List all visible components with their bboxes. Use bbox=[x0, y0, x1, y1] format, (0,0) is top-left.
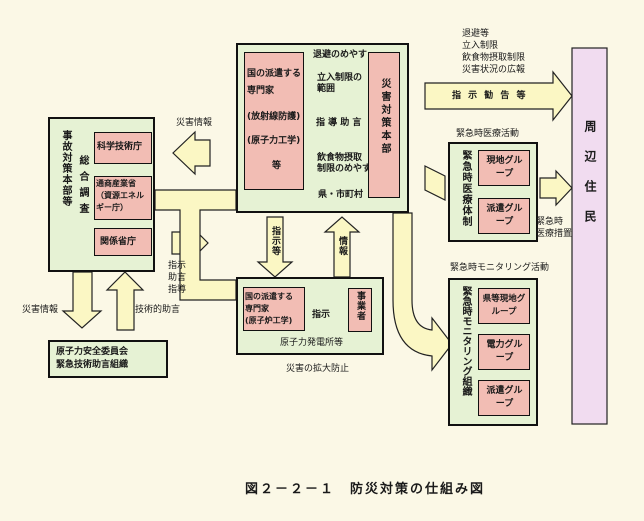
gijutsu-jogen-label: 技術的助言 bbox=[135, 305, 181, 315]
arrow-shiji-kankoku bbox=[424, 70, 573, 122]
measure-2: 立入制限 bbox=[462, 41, 499, 51]
medical-side-1: 緊急時 bbox=[536, 217, 564, 227]
plant-expert-2: 専門家 bbox=[245, 304, 269, 313]
medical-org: 緊急時医療体制 bbox=[460, 150, 471, 227]
shiji-to-label: 指示等 bbox=[270, 226, 280, 256]
medical-group-1-label: 現地グループ bbox=[486, 156, 523, 179]
operator-box bbox=[348, 288, 372, 332]
nsc-line-2: 緊急技術助言組織 bbox=[56, 360, 129, 370]
hq-box bbox=[368, 52, 400, 198]
medical-group-2-label: 派遣グループ bbox=[486, 204, 523, 227]
residents-label: 周辺住民 bbox=[583, 120, 597, 240]
medical-side-2: 医療措置 bbox=[536, 229, 573, 239]
monitoring-group-1-label: 県等現地グループ bbox=[482, 294, 526, 317]
agency-2 bbox=[94, 176, 152, 220]
central-expert-3: (放射線防護) bbox=[247, 112, 301, 122]
monitoring-group-3-label: 派遣グループ bbox=[486, 386, 523, 409]
medical-header: 緊急時医療活動 bbox=[456, 129, 520, 139]
agency-3 bbox=[94, 228, 152, 256]
arrow-shiji-to bbox=[256, 216, 294, 278]
agency-3-label: 関係省庁 bbox=[100, 237, 137, 247]
measure-1: 退避等 bbox=[462, 29, 490, 39]
food-line-2: 制限のめやす bbox=[317, 164, 372, 174]
joho-label: 情報 bbox=[337, 236, 347, 256]
arrow-joho bbox=[323, 216, 361, 278]
central-expert-5: 等 bbox=[272, 161, 282, 171]
central-expert-1: 国の派遣する bbox=[247, 69, 302, 79]
residents-bar bbox=[571, 47, 608, 425]
arrow-saigai-joho-down bbox=[61, 271, 103, 329]
monitoring-group-1 bbox=[478, 288, 530, 324]
plant-expert-3: (原子炉工学) bbox=[245, 316, 293, 325]
central-experts-box bbox=[244, 52, 304, 190]
plant-caption: 原子力発電所等 bbox=[280, 338, 344, 348]
arrow-to-monitoring bbox=[392, 212, 453, 372]
plant-experts-box bbox=[243, 287, 305, 331]
nsc-box bbox=[48, 340, 168, 378]
left-hq-label1: 事故対策本部等 bbox=[60, 130, 71, 207]
guide-line-4: 範囲 bbox=[317, 84, 336, 94]
arrow-gijutsu-jogen bbox=[105, 271, 145, 331]
arrow-saigai-joho bbox=[172, 130, 211, 176]
saigai-joho-low-label: 災害情報 bbox=[22, 305, 59, 315]
monitoring-org: 緊急時モニタリング組織 bbox=[460, 286, 471, 396]
jogen-label: 助言 bbox=[168, 273, 187, 283]
nsc-line-1: 原子力安全委員会 bbox=[56, 347, 129, 357]
plant-shiji: 指示 bbox=[312, 310, 331, 320]
agency-2-label: 通商産業省（資源エネルギー庁） bbox=[96, 179, 144, 212]
shido-jogen: 指 導 助 言 bbox=[316, 118, 362, 128]
plant-expert-1: 国の派遣する bbox=[245, 292, 293, 301]
food-line-1: 飲食物摂取 bbox=[317, 153, 363, 163]
monitoring-group-2-label: 電力グループ bbox=[486, 340, 523, 363]
central-expert-2: 専門家 bbox=[247, 86, 275, 96]
agency-1-label: 科学技術庁 bbox=[97, 142, 143, 152]
shido-label: 指導 bbox=[168, 285, 187, 295]
monitoring-header: 緊急時モニタリング活動 bbox=[450, 263, 550, 273]
shiji-label: 指示 bbox=[168, 261, 187, 271]
guide-line-3: 立入制限の bbox=[317, 73, 363, 83]
connector-shape bbox=[424, 165, 446, 201]
measure-4: 災害状況の広報 bbox=[462, 65, 526, 75]
pref-municipal: 県・市町村 bbox=[318, 190, 364, 200]
kakudai-boshi-label: 災害の拡大防止 bbox=[286, 364, 350, 374]
central-expert-4: (原子力工学) bbox=[247, 136, 301, 146]
saigai-joho-label: 災害情報 bbox=[176, 118, 213, 128]
medical-group-2 bbox=[478, 198, 530, 234]
agency-1 bbox=[94, 132, 152, 164]
monitoring-group-2 bbox=[478, 334, 530, 370]
medical-group-1 bbox=[478, 150, 530, 186]
shiji-kankoku-label: 指 示 勧 告 等 bbox=[452, 91, 528, 101]
measure-3: 飲食物摂取制限 bbox=[462, 53, 526, 63]
guide-line-1: 退避のめやす bbox=[313, 50, 368, 60]
figure-caption: 図２－２－１ 防災対策の仕組み図 bbox=[245, 482, 486, 497]
left-hq-label2: 総合調査 bbox=[77, 155, 88, 219]
operator-label: 事業者 bbox=[355, 291, 365, 321]
arrow-medical-residents bbox=[539, 169, 573, 207]
hq-label: 災害対策本部 bbox=[379, 78, 390, 156]
monitoring-group-3 bbox=[478, 380, 530, 416]
